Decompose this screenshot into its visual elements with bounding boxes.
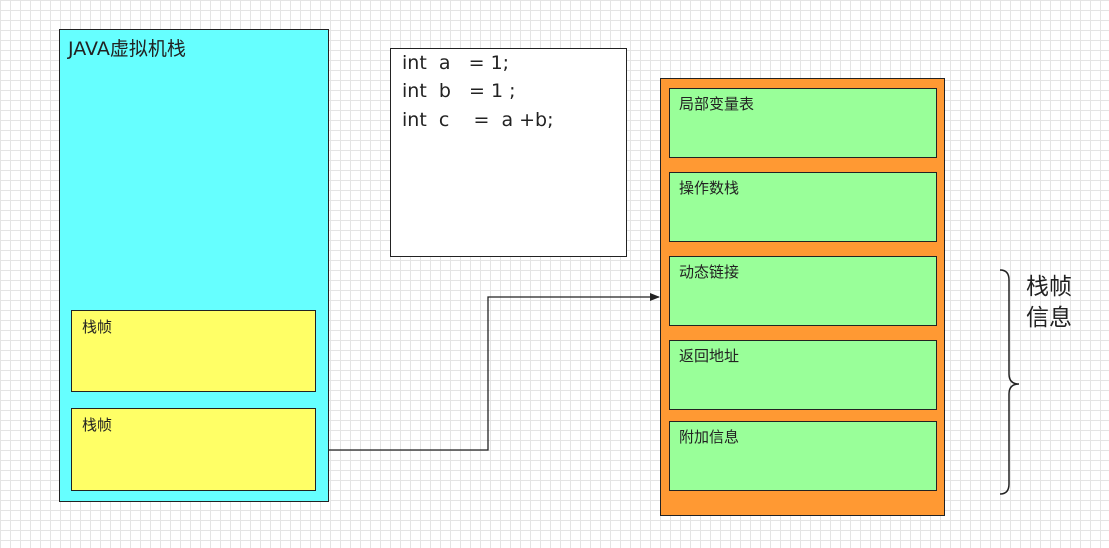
code-box: int a = 1; int b = 1 ; int c = a +b; bbox=[390, 48, 627, 257]
part-label: 附加信息 bbox=[679, 428, 740, 446]
brace-label-line-2: 信息 bbox=[1026, 305, 1072, 331]
part-label: 局部变量表 bbox=[679, 95, 755, 113]
part-label: 动态链接 bbox=[679, 263, 740, 281]
frame-to-detail-arrow bbox=[316, 293, 660, 451]
code-line-1: int a = 1; bbox=[402, 52, 510, 74]
jvm-stack-title: JAVA虚拟机栈 bbox=[68, 38, 186, 60]
dynamic-linking: 动态链接 bbox=[669, 256, 937, 326]
stack-frame-detail: 局部变量表 操作数栈 动态链接 返回地址 附加信息 bbox=[660, 78, 945, 516]
code-line-3: int c = a +b; bbox=[402, 109, 554, 131]
code-line-2: int b = 1 ; bbox=[402, 80, 516, 102]
stack-frame-2: 栈帧 bbox=[71, 408, 316, 491]
return-address: 返回地址 bbox=[669, 340, 937, 410]
additional-info: 附加信息 bbox=[669, 421, 937, 491]
brace-label: 栈帧 信息 bbox=[1026, 272, 1082, 334]
stack-frame-label: 栈帧 bbox=[82, 416, 113, 434]
brace-label-line-1: 栈帧 bbox=[1026, 274, 1072, 300]
stack-frame-label: 栈帧 bbox=[82, 318, 113, 336]
jvm-stack-box: JAVA虚拟机栈 栈帧 栈帧 bbox=[59, 29, 329, 502]
right-curly-brace bbox=[999, 269, 1020, 495]
part-label: 返回地址 bbox=[679, 347, 740, 365]
part-label: 操作数栈 bbox=[679, 179, 740, 197]
local-variable-table: 局部变量表 bbox=[669, 88, 937, 158]
stack-frame-1: 栈帧 bbox=[71, 310, 316, 392]
operand-stack: 操作数栈 bbox=[669, 172, 937, 242]
